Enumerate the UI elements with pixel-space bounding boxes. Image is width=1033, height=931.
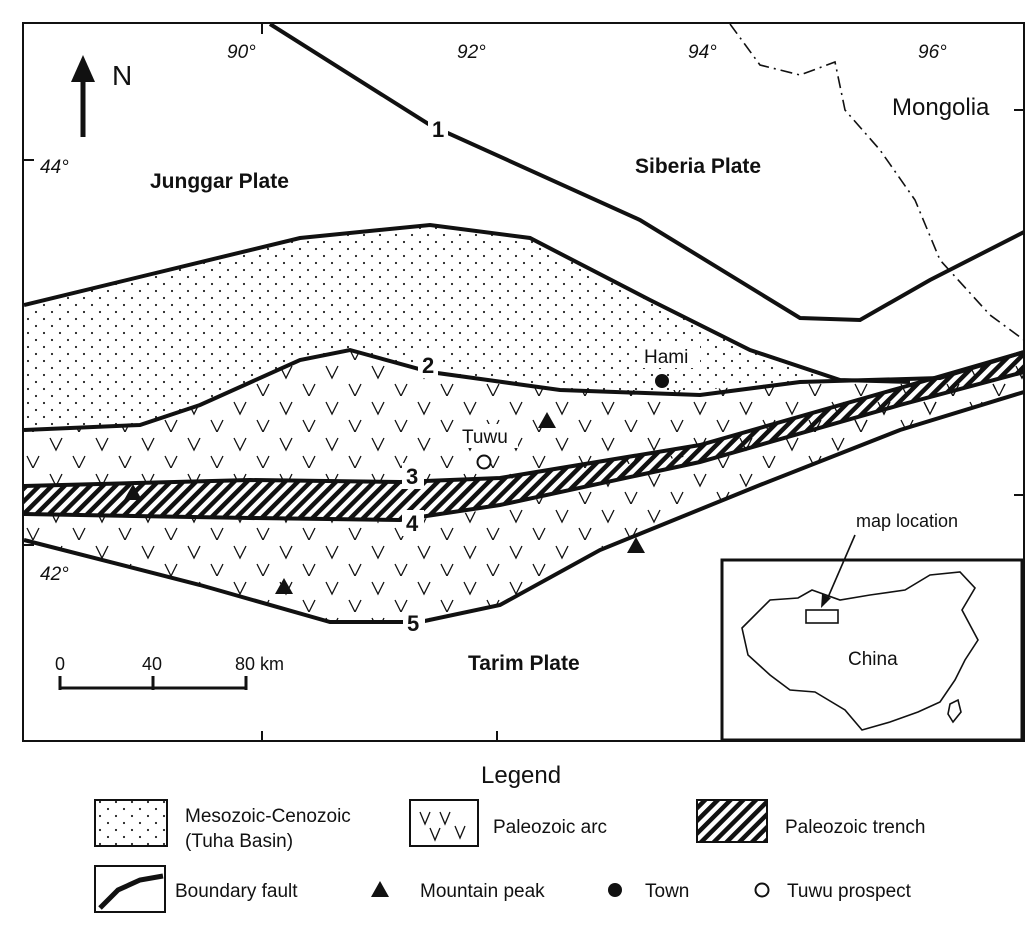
legend-peak-symbol: [371, 881, 389, 897]
fault-number-4: 4: [406, 511, 419, 536]
paleozoic-arc-lower: [24, 370, 1024, 622]
legend-label-peak: Mountain peak: [420, 881, 545, 902]
fault-number-3: 3: [406, 464, 418, 489]
hami-label: Hami: [644, 347, 688, 368]
fault-number-labels: 1 2 3 4 5: [402, 115, 448, 636]
fault-4: [24, 370, 1024, 523]
tuha-basin-area: [24, 225, 910, 430]
fault-number-2: 2: [422, 353, 434, 378]
scale-tick-80: 80 km: [235, 654, 284, 674]
fault-3: [24, 350, 1024, 488]
taiwan-outline: [947, 698, 962, 724]
longitude-label-94: 94°: [688, 42, 717, 63]
legend-title: Legend: [481, 762, 561, 789]
mountain-peaks: [124, 412, 645, 594]
mountain-peak-marker: [538, 412, 556, 428]
tarim-plate-label: Tarim Plate: [468, 652, 580, 675]
mongolia-border: [729, 24, 1024, 341]
siberia-plate-label: Siberia Plate: [635, 155, 761, 178]
legend-label-town: Town: [645, 881, 689, 902]
tuwu-prospect: Tuwu: [458, 424, 518, 470]
fault-number-5: 5: [407, 611, 419, 636]
map-location-label: map location: [856, 511, 958, 531]
scale-bar: 0 40 80 km: [55, 654, 284, 690]
mountain-peak-marker: [275, 578, 293, 594]
map-location-box: [805, 609, 839, 624]
legend-label-arc: Paleozoic arc: [493, 817, 607, 838]
latitude-label-42: 42°: [40, 564, 69, 585]
north-label: N: [112, 60, 132, 91]
mountain-peak-marker: [627, 537, 645, 553]
china-outline: [741, 571, 979, 731]
legend-label-prospect: Tuwu prospect: [787, 881, 912, 902]
legend-prospect-symbol: [754, 882, 770, 898]
hami-town: Hami: [640, 344, 700, 388]
scale-tick-40: 40: [142, 654, 162, 674]
map-location-arrow: [825, 534, 856, 603]
scale-tick-0: 0: [55, 654, 65, 674]
inset-map: map location China: [720, 511, 1024, 742]
prospect-marker: [476, 454, 492, 470]
mongolia-label: Mongolia: [892, 94, 990, 121]
fault-5: [24, 390, 1024, 624]
china-label: China: [848, 649, 898, 670]
legend-swatch-trench: [696, 799, 768, 843]
legend-label-mesozoic: Mesozoic-Cenozoic: [185, 806, 351, 827]
longitude-label-96: 96°: [918, 42, 947, 63]
paleozoic-arc-upper: [24, 350, 1024, 486]
tuwu-label: Tuwu: [462, 427, 508, 448]
latitude-label-44: 44°: [40, 157, 69, 178]
mountain-peak-marker: [124, 484, 142, 500]
fault-number-1: 1: [432, 117, 444, 142]
fault-basin-north: [24, 222, 911, 384]
legend-label-tuha-basin: (Tuha Basin): [185, 831, 293, 852]
legend-swatch-mesozoic: [94, 799, 168, 847]
legend: Legend Mesozoic-Cenozoic (Tuha Basin) Pa…: [94, 762, 925, 913]
north-arrow: N: [71, 55, 132, 137]
town-marker: [655, 374, 669, 388]
junggar-plate-label: Junggar Plate: [150, 170, 289, 193]
legend-label-trench: Paleozoic trench: [785, 817, 925, 838]
paleozoic-trench: [24, 352, 1024, 520]
legend-town-symbol: [608, 883, 622, 897]
longitude-label-90: 90°: [227, 42, 256, 63]
map-body: [24, 24, 1024, 624]
longitude-label-92: 92°: [457, 42, 486, 63]
legend-label-fault: Boundary fault: [175, 881, 298, 902]
